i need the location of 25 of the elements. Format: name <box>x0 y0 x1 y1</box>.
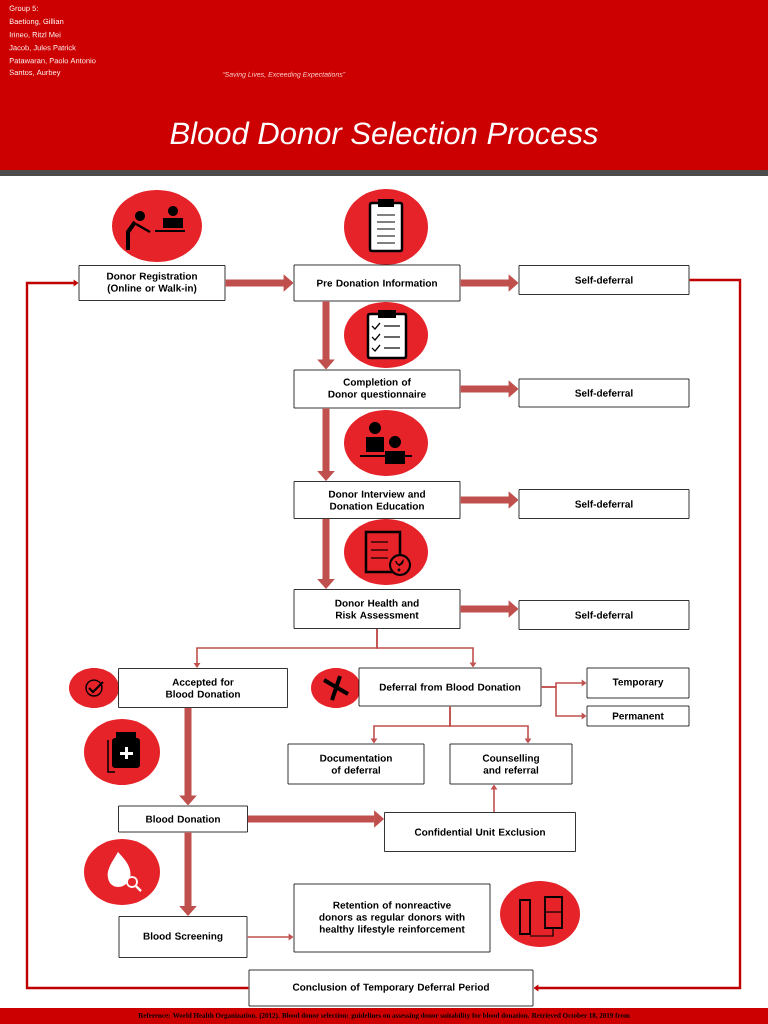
process-box: Retention of nonreactive donors as regular donors with healthy lifestyle reinforcement <box>293 883 491 953</box>
process-box: Temporary <box>586 667 690 699</box>
process-box: Self-deferral <box>518 265 690 295</box>
process-box: Self-deferral <box>518 378 690 408</box>
process-box: Blood Donation <box>118 805 248 833</box>
arrow <box>449 705 532 744</box>
process-box: Conclusion of Temporary Deferral Period <box>248 969 534 1007</box>
arrow <box>533 278 742 992</box>
arrow <box>25 279 249 990</box>
process-box: Confidential Unit Exclusion <box>384 812 576 852</box>
process-box: Self-deferral <box>518 600 690 630</box>
process-box: Completion of Donor questionnaire <box>293 369 461 409</box>
process-box: Accepted for Blood Donation <box>118 668 288 708</box>
process-box: Self-deferral <box>518 489 690 519</box>
process-box: Counselling and referral <box>449 743 573 785</box>
process-box: Pre Donation Information <box>293 264 461 302</box>
process-box: Donor Interview and Donation Education <box>293 481 461 519</box>
process-box: Blood Screening <box>118 916 248 958</box>
process-box: Donor Health and Risk Assessment <box>293 589 461 629</box>
process-box: Donor Registration (Online or Walk-in) <box>78 265 226 301</box>
title: Blood Donor Selection Process <box>170 121 598 145</box>
process-box: Permanent <box>586 705 690 727</box>
arrow <box>376 628 477 668</box>
process-box: Documentation of deferral <box>287 743 425 785</box>
process-box: Deferral from Blood Donation <box>358 667 542 707</box>
